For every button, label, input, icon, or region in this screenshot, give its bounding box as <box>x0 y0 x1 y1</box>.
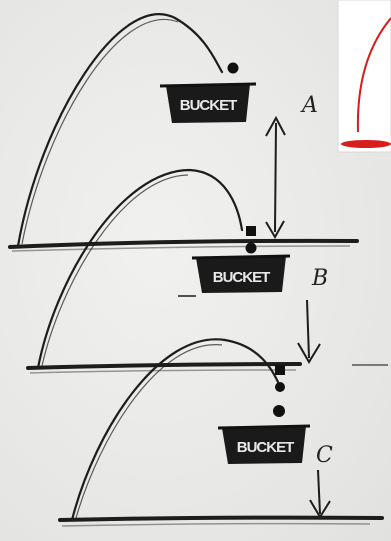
down-arrow-icon <box>310 470 330 517</box>
dot-marker-icon <box>246 226 256 236</box>
bucket-label-c: BUCKET <box>237 439 294 456</box>
inset-panel <box>338 0 391 152</box>
panel-a: BUCKET A <box>10 14 357 251</box>
down-arrow-icon <box>298 300 320 362</box>
panel-letter-a: A <box>300 93 318 118</box>
inset-red-base <box>341 140 391 148</box>
bucket-a: BUCKET <box>160 84 256 123</box>
panel-b: BUCKET B <box>28 170 388 373</box>
dot-marker-icon <box>275 382 285 392</box>
dot-marker-icon <box>273 405 285 417</box>
bucket-label-a: BUCKET <box>180 97 237 114</box>
panel-letter-b: B <box>311 266 328 291</box>
dot-marker-icon <box>275 365 285 375</box>
ground-line-c <box>60 518 382 520</box>
bucket-c: BUCKET <box>218 426 310 464</box>
bucket-b: BUCKET <box>178 256 290 296</box>
dot-marker-icon <box>246 243 257 254</box>
panel-letter-c: C <box>316 443 333 468</box>
up-down-arrow-icon <box>266 118 285 237</box>
bucket-label-b: BUCKET <box>213 269 270 286</box>
dot-marker-icon <box>228 63 239 74</box>
